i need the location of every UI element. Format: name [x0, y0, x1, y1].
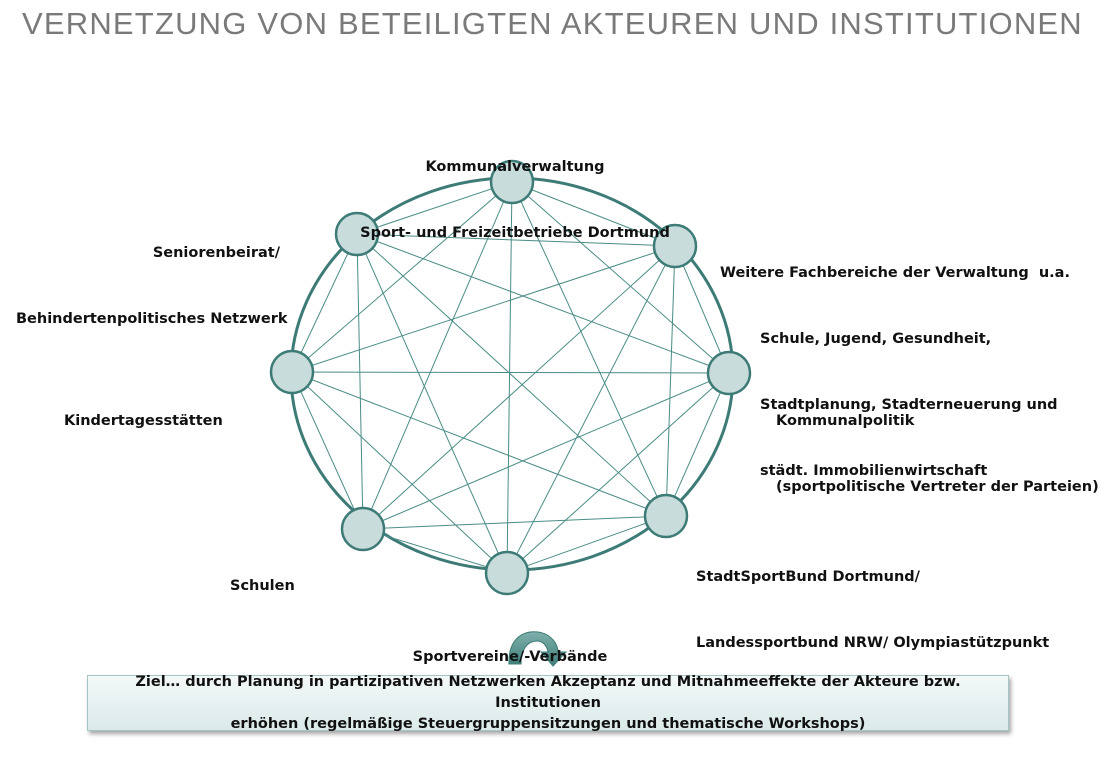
node-label-sportvereine: Sportvereine/-Verbände: [412, 649, 608, 665]
node-label-seniorenbeirat: Seniorenbeirat/ Behindertenpolitisches N…: [16, 245, 288, 327]
curved-arrow-icon: [508, 631, 568, 667]
edge-kommunalpolitik-kindertagesstaetten: [291, 371, 730, 374]
edge-kommunalverwaltung-seniorenbeirat: [356, 181, 513, 235]
node-label-kommunalpolitik: Kommunalpolitik (sportpolitische Vertret…: [776, 413, 1099, 495]
edge-kommunalverwaltung-fachbereiche: [511, 181, 676, 247]
goal-text-line: erhöhen (regelmäßige Steuergruppensitzun…: [230, 715, 866, 732]
edge-fachbereiche-kommunalpolitik: [674, 245, 730, 374]
node-sportvereine: [484, 550, 530, 596]
edge-fachbereiche-stadtsportbund: [665, 245, 676, 517]
node-kommunalverwaltung: [489, 159, 535, 205]
edge-schulen-kindertagesstaetten: [291, 371, 364, 530]
page-title: VERNETZUNG VON BETEILIGTEN AKTEUREN UND …: [22, 6, 1083, 41]
edge-kommunalpolitik-schulen: [362, 372, 730, 530]
node-seniorenbeirat: [334, 211, 380, 257]
node-schulen: [340, 506, 386, 552]
node-label-kommunalverwaltung: Kommunalverwaltung Sport- und Freizeitbe…: [360, 159, 670, 241]
edge-fachbereiche-kindertagesstaetten: [291, 245, 676, 373]
edge-kommunalverwaltung-kindertagesstaetten: [291, 181, 513, 373]
edge-kommunalverwaltung-kommunalpolitik: [511, 181, 730, 374]
goal-text-line: Ziel… durch Planung in partizipativen Ne…: [135, 673, 961, 711]
node-kommunalpolitik: [706, 350, 752, 396]
edge-sportvereine-kindertagesstaetten: [291, 371, 508, 574]
edge-kommunalpolitik-sportvereine: [506, 372, 730, 574]
edge-fachbereiche-schulen: [362, 245, 676, 530]
edge-kommunalverwaltung-sportvereine: [506, 181, 513, 574]
edge-fachbereiche-seniorenbeirat: [356, 233, 676, 247]
edge-kommunalverwaltung-stadtsportbund: [511, 181, 667, 517]
node-label-fachbereiche: Weitere Fachbereiche der Verwaltung u.a.…: [720, 265, 1070, 479]
node-fachbereiche: [652, 223, 698, 269]
edge-kommunalpolitik-stadtsportbund: [665, 372, 730, 517]
edge-kommunalverwaltung-schulen: [362, 181, 513, 530]
network-nodes: [269, 159, 752, 596]
edge-kommunalpolitik-seniorenbeirat: [356, 233, 730, 374]
node-stadtsportbund: [643, 493, 689, 539]
network-edges: [291, 181, 730, 574]
edge-sportvereine-schulen: [362, 528, 508, 574]
edge-stadtsportbund-kindertagesstaetten: [291, 371, 667, 517]
node-label-kindertagesstaetten: Kindertagesstätten: [64, 413, 223, 429]
edge-stadtsportbund-sportvereine: [506, 515, 667, 574]
node-kindertagesstaetten: [269, 349, 315, 395]
node-label-schulen: Schulen: [230, 578, 295, 594]
edge-fachbereiche-sportvereine: [506, 245, 676, 574]
goal-box: Ziel… durch Planung in partizipativen Ne…: [87, 673, 1009, 732]
edge-sportvereine-seniorenbeirat: [356, 233, 508, 574]
edge-stadtsportbund-schulen: [362, 515, 667, 530]
node-label-stadtsportbund: StadtSportBund Dortmund/ Landessportbund…: [696, 569, 1050, 651]
edge-stadtsportbund-seniorenbeirat: [356, 233, 667, 517]
edge-schulen-seniorenbeirat: [356, 233, 364, 530]
edge-kindertagesstaetten-seniorenbeirat: [291, 233, 358, 373]
